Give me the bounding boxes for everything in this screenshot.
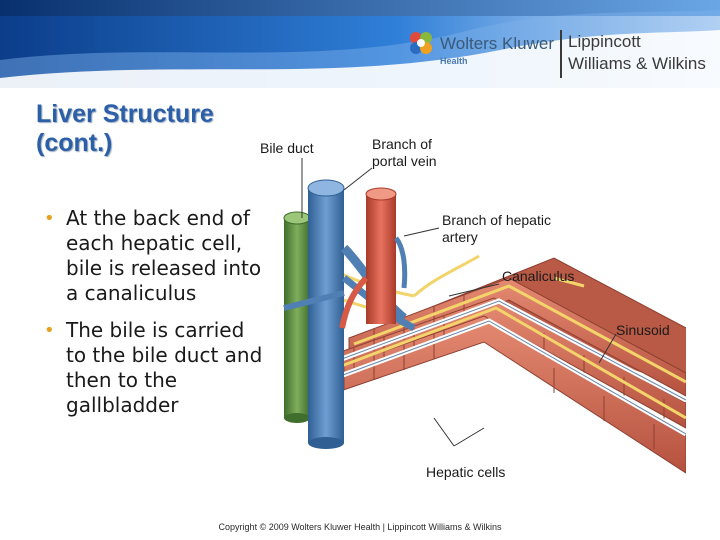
- header-banner: Wolters Kluwer Health Lippincott William…: [0, 0, 720, 88]
- slide-title-line2: (cont.): [36, 129, 113, 157]
- logo-divider: [560, 30, 562, 78]
- sinusoid-channels: [323, 298, 688, 437]
- bullet-list: • At the back end of each hepatic cell, b…: [40, 206, 270, 430]
- imprint-name-line2: Williams & Wilkins: [568, 54, 706, 73]
- bile-duct-vessel: [283, 211, 311, 423]
- bullet-item: • The bile is carried to the bile duct an…: [40, 318, 270, 418]
- header-wave-background: [0, 0, 720, 88]
- publisher-division: Health: [440, 56, 468, 66]
- label-hepatic-artery: Branch of hepatic artery: [442, 212, 551, 245]
- bullet-dot-icon: •: [44, 320, 55, 341]
- bullet-dot-icon: •: [44, 208, 55, 229]
- label-sinusoid: Sinusoid: [616, 322, 670, 338]
- label-bile-duct: Bile duct: [260, 140, 314, 156]
- bullet-text: At the back end of each hepatic cell, bi…: [66, 206, 262, 305]
- publisher-logo: Wolters Kluwer Health Lippincott William…: [400, 26, 720, 82]
- wolters-kluwer-emblem-icon: [410, 32, 432, 54]
- slide-title-line1: Liver Structure: [36, 100, 214, 128]
- label-canaliculus: Canaliculus: [502, 268, 575, 284]
- liver-structure-diagram: Bile duct Branch of portal vein Branch o…: [254, 128, 688, 484]
- liver-illustration: [283, 158, 688, 474]
- publisher-name: Wolters Kluwer: [440, 34, 554, 53]
- label-leader-lines: [301, 158, 617, 447]
- bullet-item: • At the back end of each hepatic cell, b…: [40, 206, 270, 306]
- imprint-name-line1: Lippincott: [568, 32, 641, 51]
- hepatic-artery-vessel: [339, 187, 408, 329]
- slide-title: Liver Structure (cont.): [36, 100, 286, 158]
- bullet-text: The bile is carried to the bile duct and…: [66, 318, 263, 417]
- label-hepatic-cells: Hepatic cells: [426, 464, 506, 480]
- label-portal-vein: Branch of portal vein: [372, 136, 437, 169]
- copyright-footer: Copyright © 2009 Wolters Kluwer Health |…: [218, 522, 502, 532]
